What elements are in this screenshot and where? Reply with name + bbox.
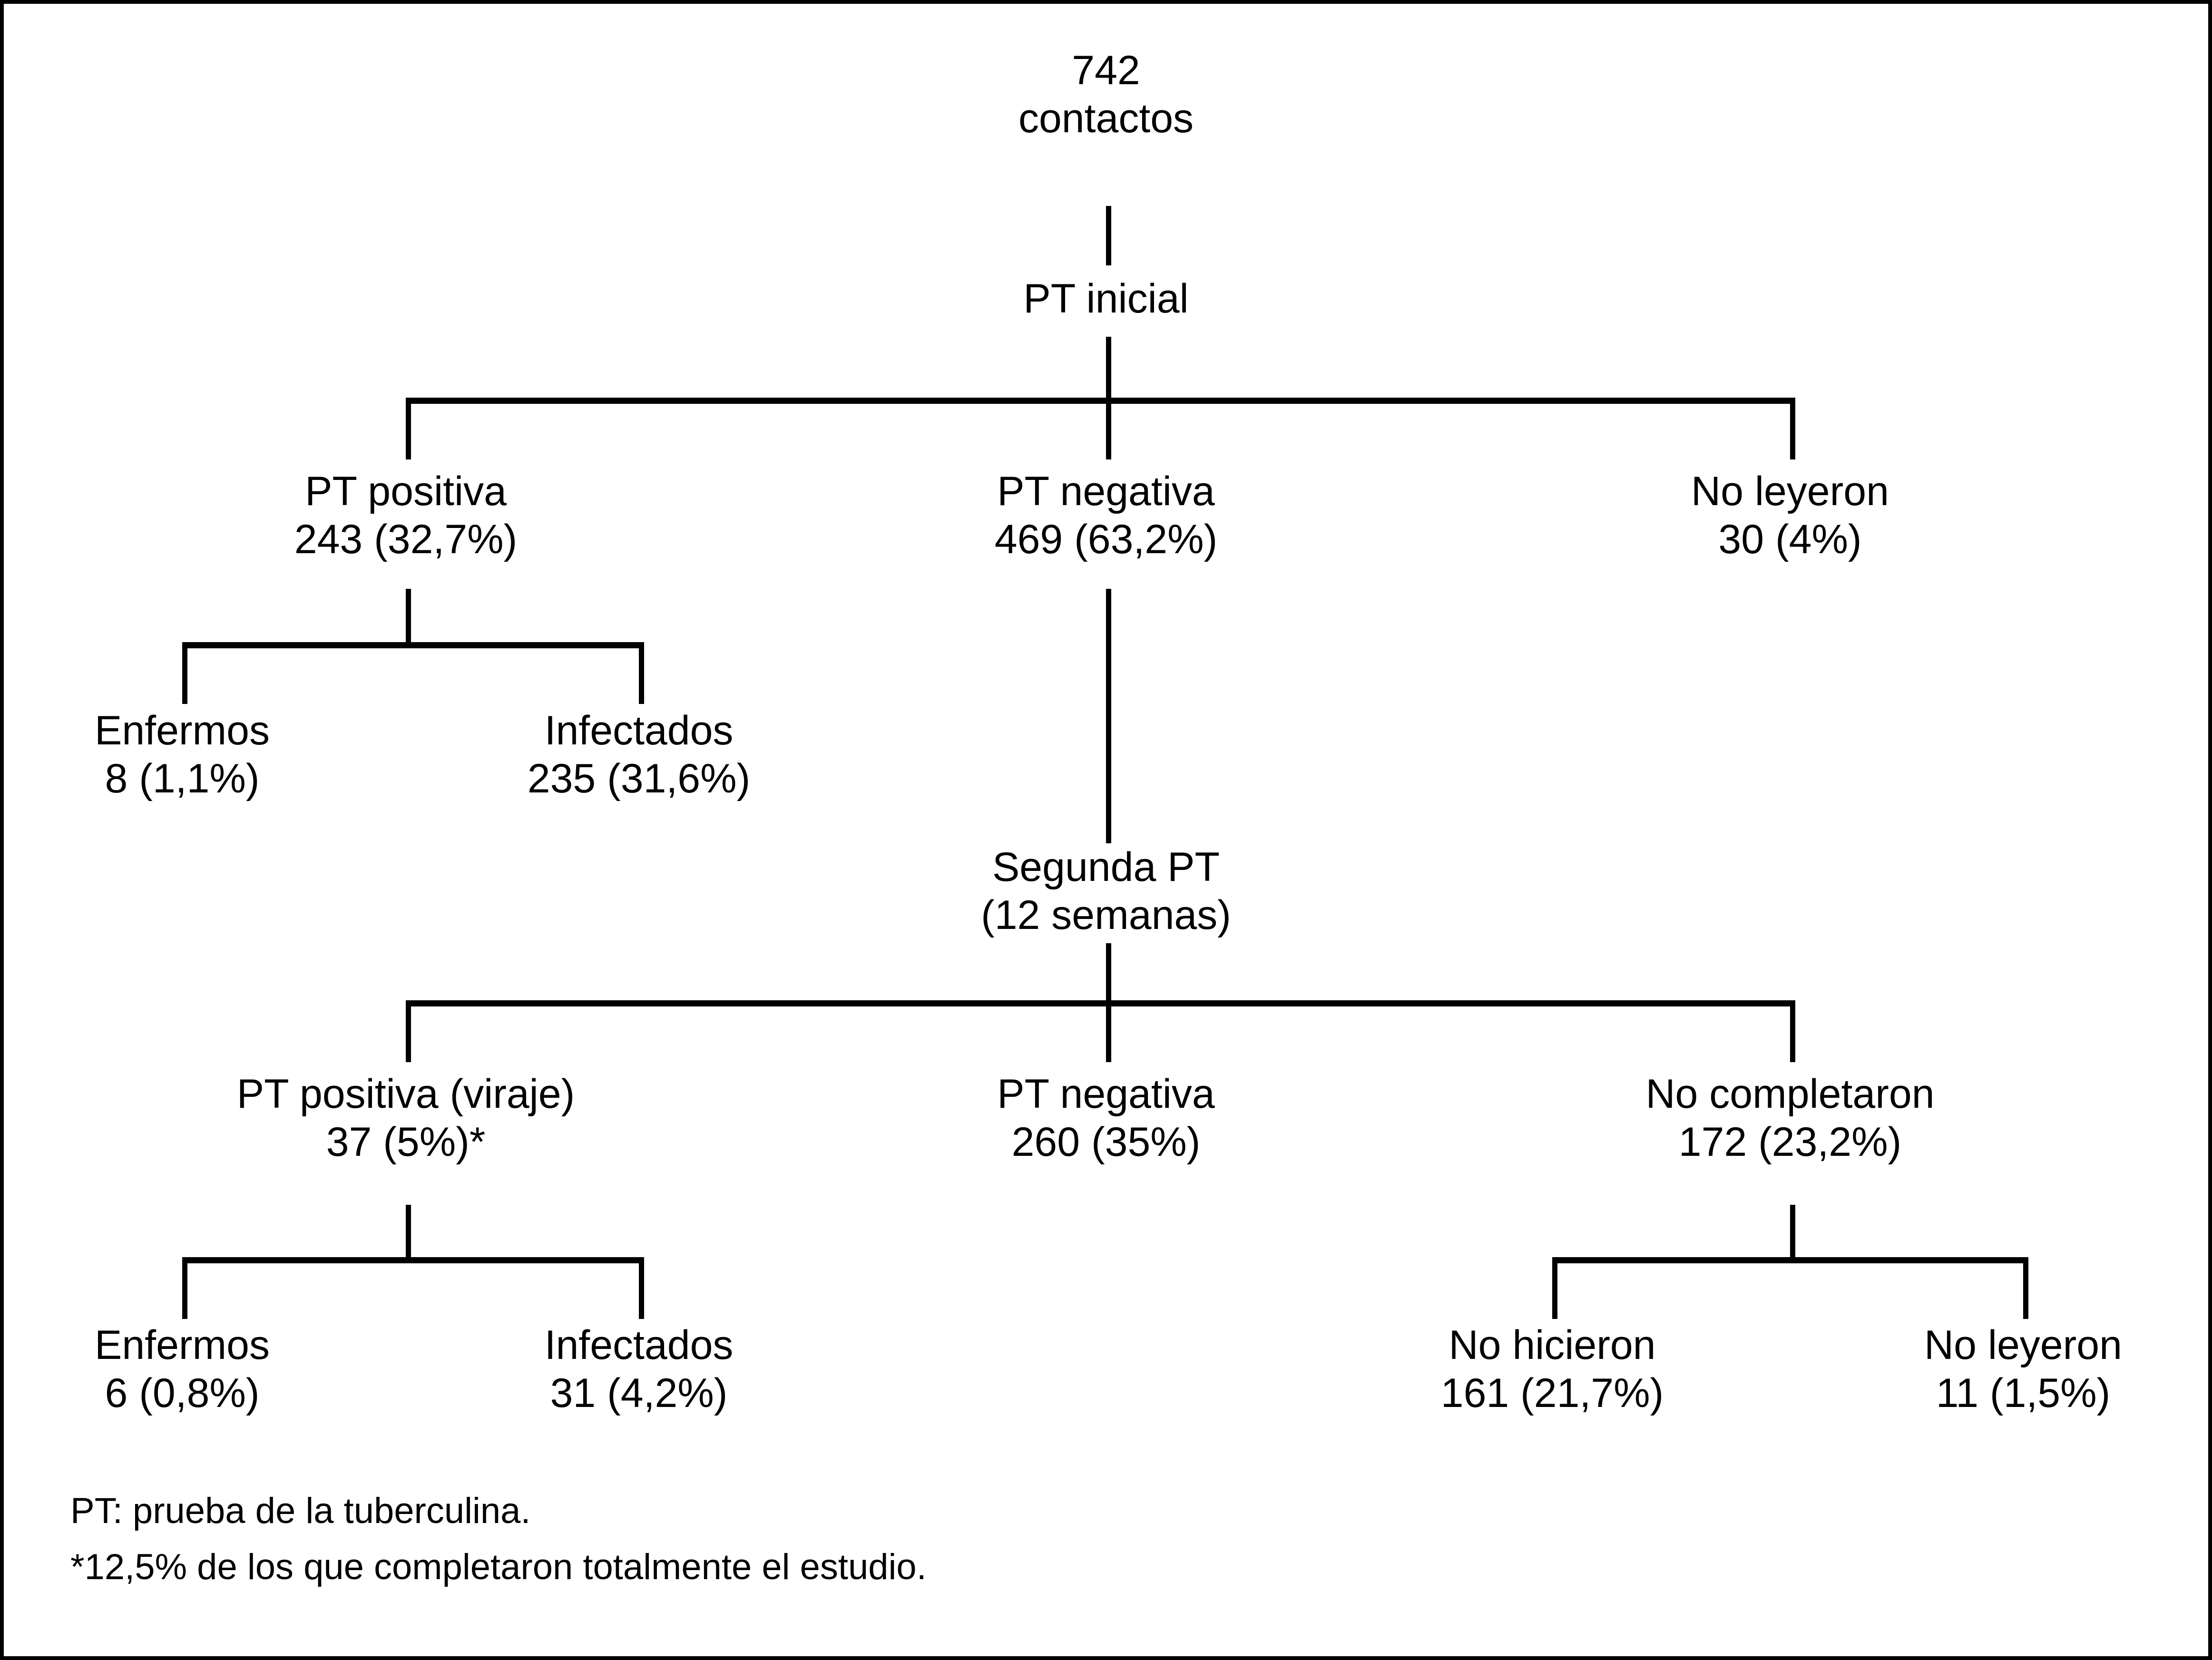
- node-no-leyeron-1: No leyeron 30 (4%): [1552, 468, 2028, 564]
- node-segunda-pt-line1: Segunda PT: [992, 844, 1220, 890]
- connector-viraje-down: [406, 1205, 411, 1260]
- connector-no-completaron-bar: [1552, 1257, 2028, 1263]
- connector-leg-infectados-2: [639, 1257, 644, 1319]
- node-no-hicieron-line1: No hicieron: [1449, 1322, 1656, 1368]
- connector-level2-bar: [406, 1000, 1795, 1006]
- footnote-abbreviation: PT: prueba de la tuberculina.: [70, 1491, 531, 1531]
- connector-level1-bar: [406, 398, 1795, 404]
- node-enfermos-2-line1: Enfermos: [94, 1322, 270, 1368]
- node-pt-positiva-line1: PT positiva: [305, 469, 507, 514]
- node-pt-positiva-viraje: PT positiva (viraje) 37 (5%)*: [120, 1070, 691, 1167]
- connector-leg-pt-positiva: [406, 398, 411, 459]
- node-infectados-2-line2: 31 (4,2%): [550, 1370, 728, 1416]
- connector-leg-pt-positiva-viraje: [406, 1000, 411, 1062]
- node-pt-positiva-line2: 243 (32,7%): [294, 517, 518, 563]
- node-pt-negativa-2-line2: 260 (35%): [1011, 1119, 1201, 1165]
- node-enfermos-2-line2: 6 (0,8%): [105, 1370, 260, 1416]
- node-infectados-1-line2: 235 (31,6%): [527, 756, 751, 802]
- node-enfermos-1: Enfermos 8 (1,1%): [4, 707, 420, 803]
- node-pt-positiva: PT positiva 243 (32,7%): [168, 468, 644, 564]
- node-infectados-2-line1: Infectados: [544, 1322, 734, 1368]
- node-no-hicieron-line2: 161 (21,7%): [1440, 1370, 1664, 1416]
- footnotes: PT: prueba de la tuberculina. *12,5% de …: [70, 1483, 927, 1595]
- node-no-hicieron: No hicieron 161 (21,7%): [1314, 1321, 1790, 1418]
- connector-pt-positiva-bar: [182, 642, 644, 648]
- node-pt-inicial: PT inicial: [868, 275, 1344, 323]
- connector-pt-negativa-to-segunda-pt: [1106, 589, 1111, 843]
- node-no-leyeron-1-line2: 30 (4%): [1718, 517, 1862, 563]
- node-pt-negativa-line1: PT negativa: [997, 469, 1215, 514]
- connector-leg-pt-negativa: [1106, 398, 1111, 459]
- node-no-completaron-line2: 172 (23,2%): [1678, 1119, 1902, 1165]
- node-infectados-1: Infectados 235 (31,6%): [401, 707, 877, 803]
- node-pt-negativa-line2: 469 (63,2%): [994, 517, 1218, 563]
- connector-root-to-pt-inicial: [1106, 206, 1111, 265]
- node-pt-negativa: PT negativa 469 (63,2%): [868, 468, 1344, 564]
- connector-leg-enfermos-2: [182, 1257, 187, 1319]
- node-root-line2: contactos: [1018, 96, 1194, 142]
- node-enfermos-2: Enfermos 6 (0,8%): [4, 1321, 420, 1418]
- node-enfermos-1-line1: Enfermos: [94, 708, 270, 753]
- node-segunda-pt: Segunda PT (12 semanas): [868, 843, 1344, 940]
- node-enfermos-1-line2: 8 (1,1%): [105, 756, 260, 802]
- connector-pt-positiva-down: [406, 589, 411, 646]
- node-no-leyeron-2-line2: 11 (1,5%): [1936, 1370, 2111, 1416]
- node-pt-negativa-2-line1: PT negativa: [997, 1071, 1215, 1117]
- node-pt-negativa-2: PT negativa 260 (35%): [868, 1070, 1344, 1167]
- connector-leg-infectados-1: [639, 642, 644, 704]
- connector-leg-no-completaron: [1790, 1000, 1795, 1062]
- connector-pt-inicial-down: [1106, 337, 1111, 401]
- node-no-leyeron-2-line1: No leyeron: [1924, 1322, 2122, 1368]
- node-pt-positiva-viraje-line1: PT positiva (viraje): [236, 1071, 575, 1117]
- node-infectados-2: Infectados 31 (4,2%): [401, 1321, 877, 1418]
- connector-leg-no-hicieron: [1552, 1257, 1557, 1319]
- connector-no-completaron-down: [1790, 1205, 1795, 1260]
- node-segunda-pt-line2: (12 semanas): [981, 892, 1231, 938]
- node-no-completaron: No completaron 172 (23,2%): [1505, 1070, 2075, 1167]
- node-root: 742 contactos: [868, 47, 1344, 143]
- connector-leg-no-leyeron-2: [2023, 1257, 2028, 1319]
- node-no-leyeron-2: No leyeron 11 (1,5%): [1785, 1321, 2208, 1418]
- node-no-completaron-line1: No completaron: [1645, 1071, 1935, 1117]
- node-pt-positiva-viraje-line2: 37 (5%)*: [326, 1119, 486, 1165]
- node-pt-inicial-line1: PT inicial: [1023, 276, 1189, 322]
- node-no-leyeron-1-line1: No leyeron: [1691, 469, 1889, 514]
- footnote-asterisk: *12,5% de los que completaron totalmente…: [70, 1546, 927, 1587]
- connector-leg-no-leyeron-1: [1790, 398, 1795, 459]
- connector-segunda-pt-down: [1106, 943, 1111, 1003]
- connector-leg-enfermos-1: [182, 642, 187, 704]
- connector-leg-pt-negativa-2: [1106, 1000, 1111, 1062]
- node-root-line1: 742: [1072, 48, 1140, 93]
- node-infectados-1-line1: Infectados: [544, 708, 734, 753]
- connector-viraje-bar: [182, 1257, 644, 1263]
